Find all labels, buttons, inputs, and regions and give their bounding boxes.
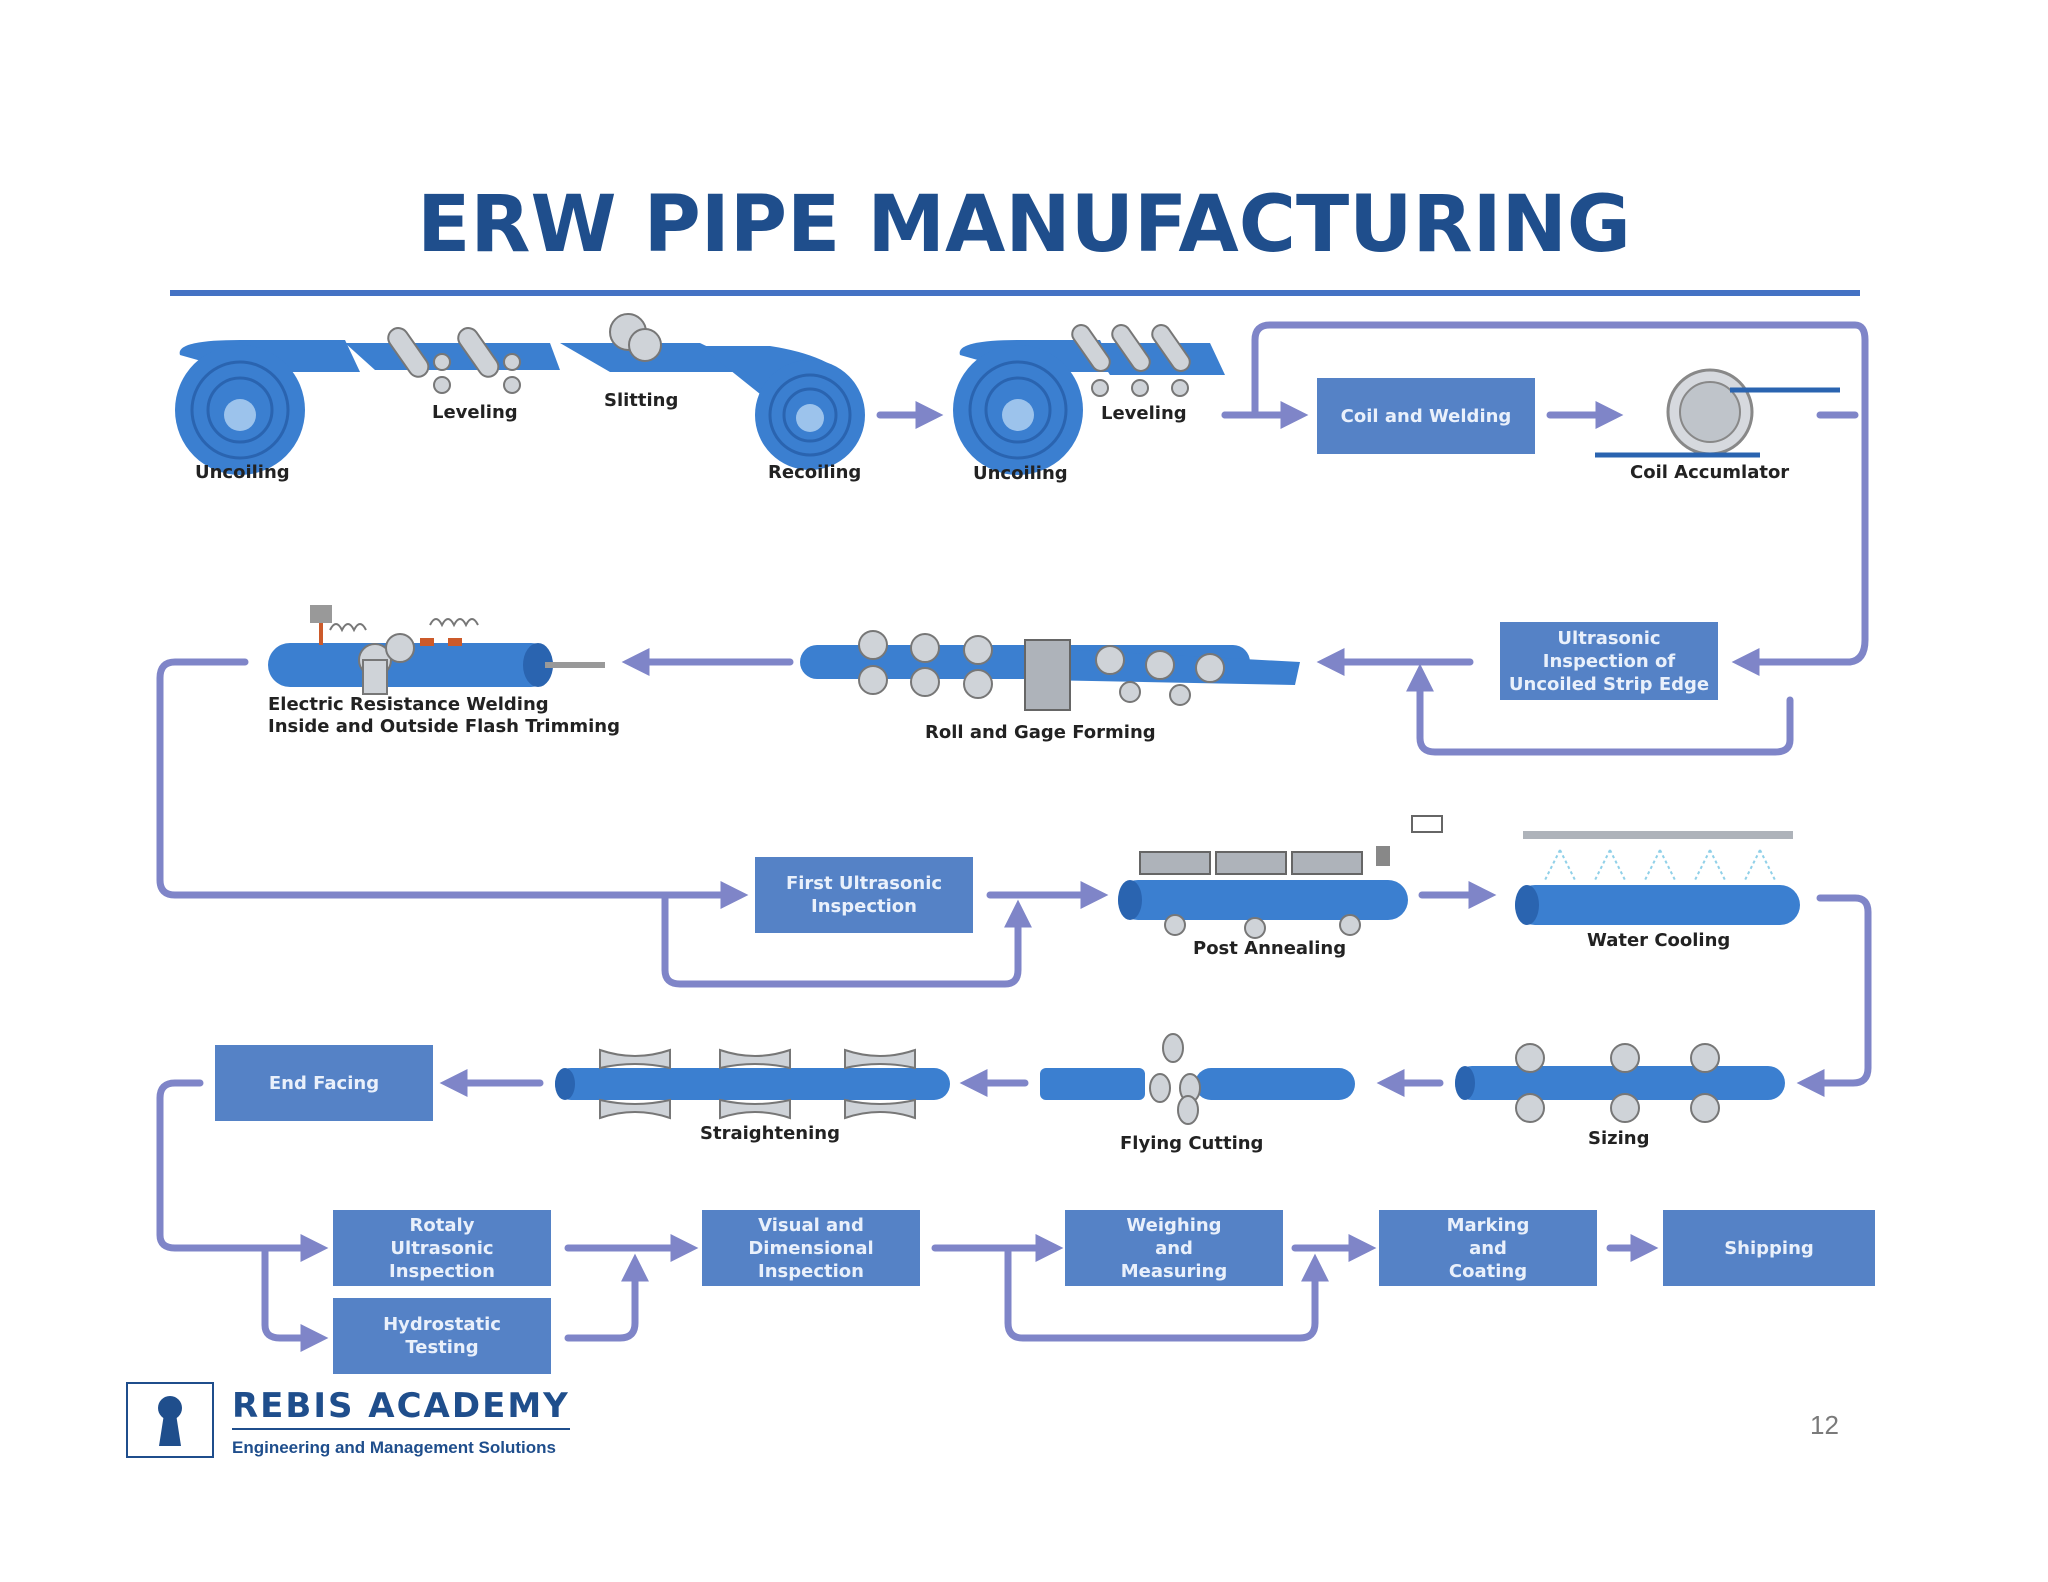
erw-welding-machine bbox=[268, 605, 605, 695]
uncoiling-machine-1 bbox=[175, 340, 360, 475]
label-leveling-2: Leveling bbox=[1101, 403, 1187, 424]
label-leveling-1: Leveling bbox=[432, 402, 518, 423]
roll-gage-forming-machine bbox=[800, 630, 1300, 711]
page-title: ERW PIPE MANUFACTURING bbox=[417, 180, 1631, 270]
title-underline bbox=[170, 290, 1860, 296]
arrow-cooling-to-sizing bbox=[1796, 894, 1872, 1097]
box-visual: Visual and Dimensional Inspection bbox=[702, 1210, 920, 1286]
box-marking: Marking and Coating bbox=[1379, 1210, 1597, 1286]
uncoiling-machine-2 bbox=[953, 340, 1115, 475]
box-rotary-ut: Rotaly Ultrasonic Inspection bbox=[333, 1210, 551, 1286]
page-number: 12 bbox=[1810, 1410, 1839, 1440]
brand-name: REBIS ACADEMY bbox=[232, 1386, 570, 1430]
sizing-machine bbox=[1455, 1043, 1785, 1123]
label-recoiling: Recoiling bbox=[768, 462, 862, 483]
arrow-leveling-to-coilwelding bbox=[1221, 321, 1869, 676]
leveling-machine-2 bbox=[1071, 324, 1225, 397]
box-shipping: Shipping bbox=[1663, 1210, 1875, 1286]
box-weighing: Weighing and Measuring bbox=[1065, 1210, 1283, 1286]
label-sizing: Sizing bbox=[1588, 1128, 1650, 1149]
leveling-machine-1 bbox=[345, 327, 560, 394]
post-annealing-furnace bbox=[1118, 815, 1443, 939]
label-flying-cutting: Flying Cutting bbox=[1120, 1133, 1264, 1154]
water-cooling-station bbox=[1515, 831, 1800, 925]
box-hydrostatic: Hydrostatic Testing bbox=[333, 1298, 551, 1374]
box-first-ut: First Ultrasonic Inspection bbox=[755, 857, 973, 933]
label-coil-accumulator: Coil Accumlator bbox=[1630, 462, 1790, 483]
label-uncoiling-2: Uncoiling bbox=[973, 463, 1068, 484]
label-roll-forming: Roll and Gage Forming bbox=[925, 722, 1156, 743]
label-erw: Electric Resistance Welding Inside and O… bbox=[268, 694, 620, 737]
arrow-erw-to-first-ut bbox=[156, 658, 749, 909]
arrow-hydro-join bbox=[564, 1253, 649, 1342]
recoiling-machine bbox=[700, 346, 865, 470]
brand-tagline: Engineering and Management Solutions bbox=[232, 1438, 556, 1457]
label-uncoiling-1: Uncoiling bbox=[195, 462, 290, 483]
arrow-endfacing-to-rotary bbox=[156, 1079, 329, 1262]
keyhole-icon bbox=[158, 1396, 182, 1446]
box-coil-welding: Coil and Welding bbox=[1317, 378, 1535, 454]
box-ut-strip-edge: Ultrasonic Inspection of Uncoiled Strip … bbox=[1500, 622, 1718, 700]
coil-accumulator-machine bbox=[1595, 368, 1840, 458]
flying-cutting-machine bbox=[1040, 1033, 1355, 1125]
label-straightening: Straightening bbox=[700, 1123, 840, 1144]
rebis-logo bbox=[126, 1382, 214, 1458]
straightening-machine bbox=[555, 1048, 950, 1120]
label-slitting: Slitting bbox=[604, 390, 679, 411]
arrow-weighing-bypass bbox=[1004, 1244, 1329, 1342]
arrow-ut-bypass bbox=[1406, 663, 1794, 756]
arrow-to-hydrostatic bbox=[261, 1244, 329, 1352]
label-post-annealing: Post Annealing bbox=[1193, 938, 1347, 959]
box-end-facing: End Facing bbox=[215, 1045, 433, 1121]
label-water-cooling: Water Cooling bbox=[1587, 930, 1731, 951]
arrow-first-ut-bypass bbox=[661, 891, 1032, 988]
